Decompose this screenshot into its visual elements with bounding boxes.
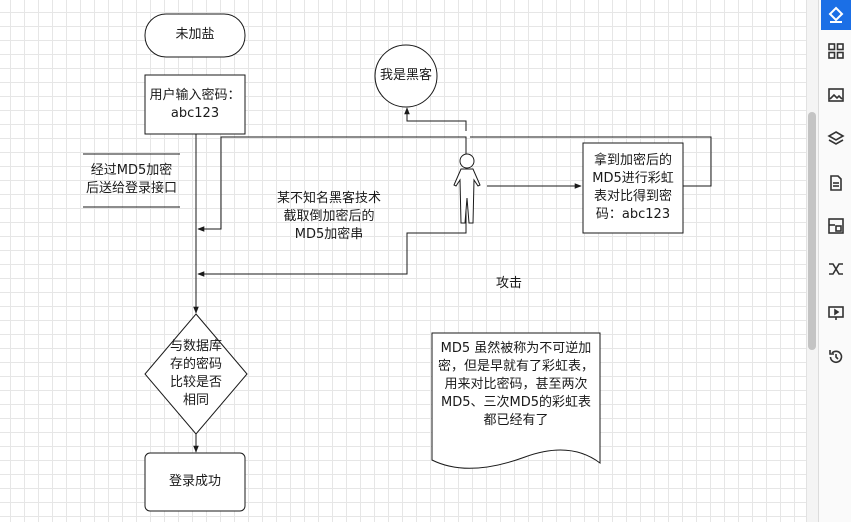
md5-note-label: 经过MD5加密 后送给登录接口 — [85, 163, 177, 196]
input-node — [144, 74, 246, 135]
flowchart — [83, 13, 712, 512]
scrollbar-thumb[interactable] — [808, 112, 816, 350]
doc-note-node — [431, 332, 601, 469]
success-node — [144, 452, 246, 512]
edge-stickman-to-hacker — [404, 107, 467, 131]
rainbow-label: 拿到加密后的 MD5进行彩虹 表对比得到密 码：abc123 — [592, 153, 674, 222]
attack-label: 攻击 — [495, 276, 522, 291]
history-icon[interactable] — [821, 342, 851, 372]
doc-note-label: MD5 虽然被称为不可逆加 密，但是早就有了彩虹表， 用来对比密码，甚至两次 M… — [437, 341, 594, 428]
compare-label: 与数据库 存的密码 比较是否 相同 — [169, 339, 222, 408]
input-label: 用户输入密码： abc123 — [149, 88, 241, 121]
layers-icon[interactable] — [821, 124, 851, 154]
outline-icon[interactable] — [821, 211, 851, 241]
compare-node — [144, 313, 248, 435]
present-icon[interactable] — [821, 298, 851, 328]
format-icon[interactable] — [821, 0, 851, 30]
success-label: 登录成功 — [168, 474, 221, 489]
diagram-canvas[interactable]: 未加盐 用户输入密码： abc123 经过MD5加密 后送给登录接口 我是黑客 … — [0, 0, 806, 522]
page-icon[interactable] — [821, 168, 851, 198]
image-icon[interactable] — [821, 80, 851, 110]
start-label: 未加盐 — [175, 27, 215, 42]
intercept-label: 某不知名黑客技术 截取倒加密后的 MD5加密串 — [276, 191, 381, 242]
right-toolbar — [818, 0, 851, 522]
connect-icon[interactable] — [821, 254, 851, 284]
rainbow-node — [582, 142, 684, 234]
shapes-icon[interactable] — [821, 36, 851, 66]
md5-annotation — [83, 153, 180, 208]
edge-rainbow-loop — [470, 136, 712, 187]
hacker-label: 我是黑客 — [379, 68, 432, 83]
hacker-node — [374, 44, 438, 108]
start-node — [144, 13, 246, 58]
edge-loop-intercept — [197, 136, 467, 232]
actor-icon — [453, 153, 481, 224]
